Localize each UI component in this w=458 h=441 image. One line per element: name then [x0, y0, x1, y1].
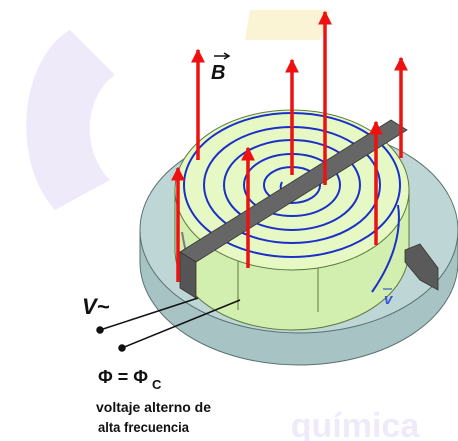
potential-text: Φ = Φ — [98, 367, 148, 387]
field-arrows — [171, 10, 408, 282]
field-symbol: B — [211, 62, 225, 84]
velocity-label: v — [383, 288, 394, 308]
potential-label: Φ = Φ C — [98, 367, 162, 392]
velocity-symbol: v — [384, 291, 394, 308]
voltage-caption: voltaje alterno de alta frecuencia — [96, 399, 211, 435]
watermark-text: química — [291, 407, 421, 441]
magnetic-field-label: B — [211, 52, 231, 84]
ac-voltage-label: V~ — [82, 294, 110, 319]
gap-bar — [179, 119, 439, 299]
exit-trajectory — [371, 204, 400, 293]
caption-line-1: voltaje alterno de — [96, 399, 211, 415]
caption-line-2: alta frecuencia — [98, 419, 189, 435]
voltage-wires — [96, 297, 241, 352]
watermark: química — [26, 10, 420, 441]
potential-subscript: C — [152, 377, 162, 392]
